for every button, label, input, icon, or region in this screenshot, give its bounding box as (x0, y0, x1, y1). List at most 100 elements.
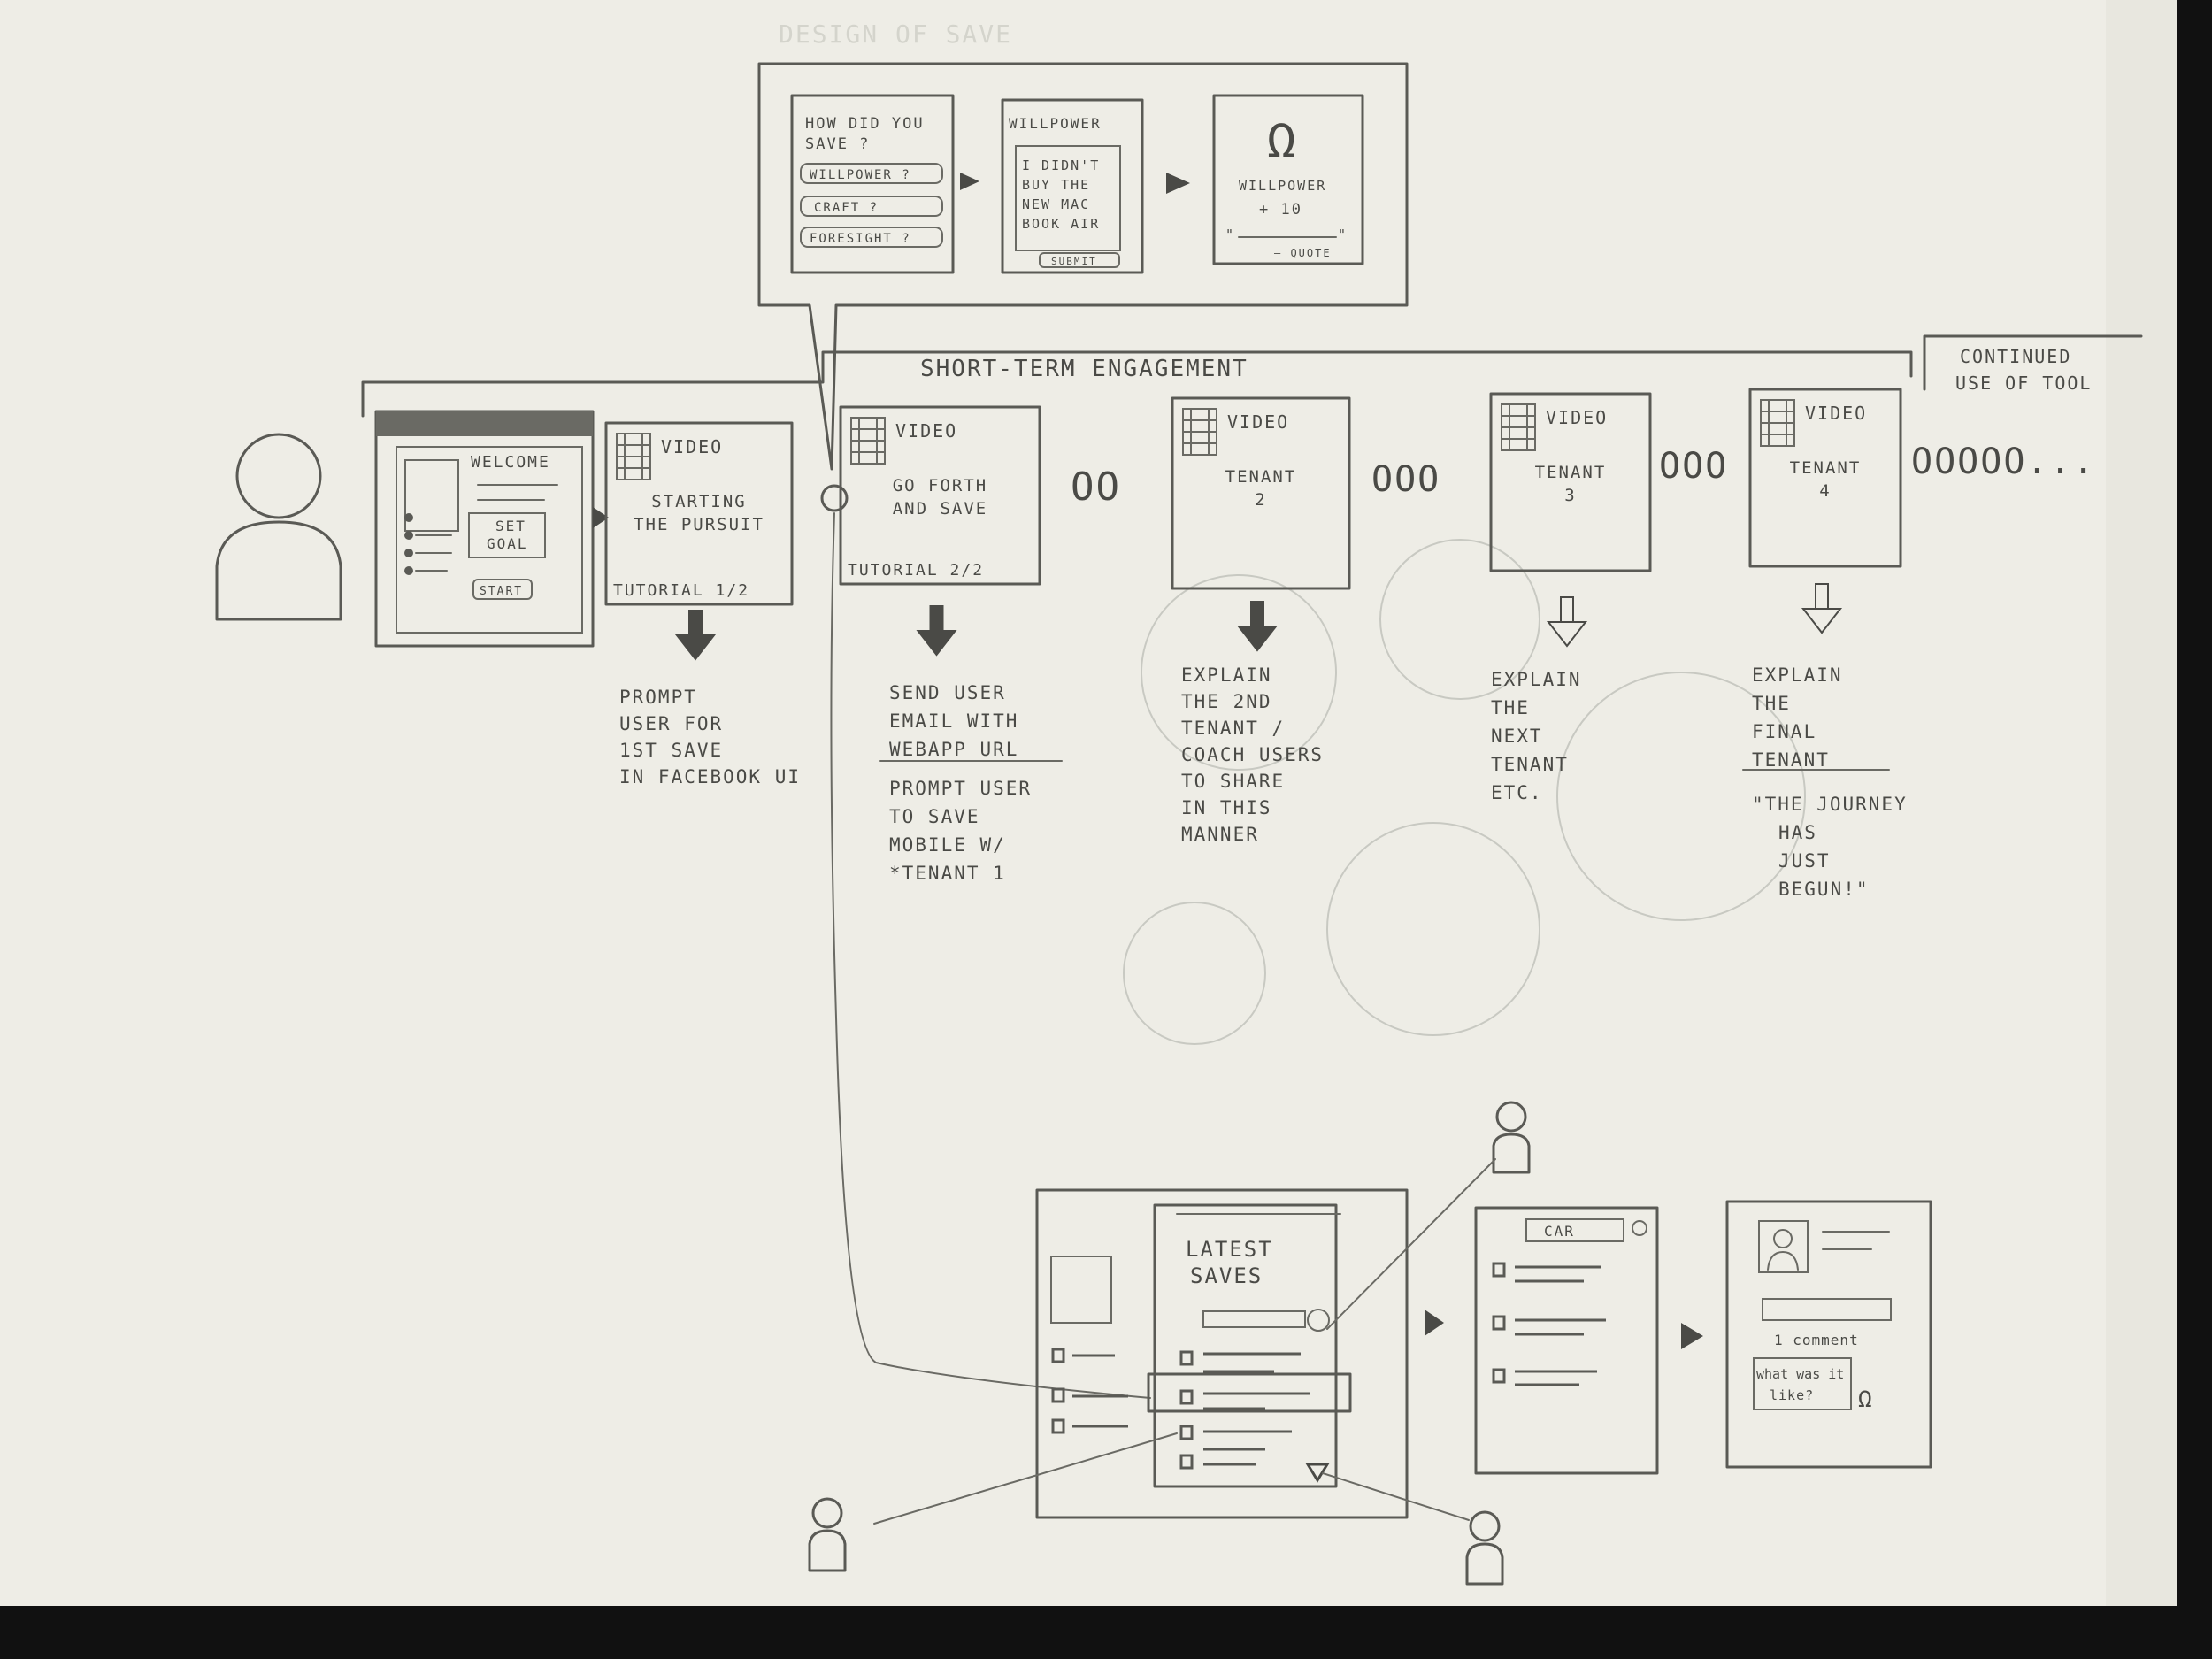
option-craft: CRAFT ? (814, 201, 879, 215)
video-note-line: SEND USER (889, 682, 1006, 703)
comment-screen: 1 comment what was it like? Ω (1681, 1200, 1932, 1469)
card3-quote-close: " (1338, 227, 1348, 242)
comment-text-2: like? (1770, 1387, 1814, 1403)
video-note-line: ETC. (1491, 782, 1543, 803)
detail-arrow-icon (1425, 1310, 1444, 1336)
connector-trail: OOOOO... (1911, 442, 2096, 482)
phase-brackets: SHORT-TERM ENGAGEMENT CONTINUED USE OF T… (361, 334, 2143, 418)
card2-submit: SUBMIT (1051, 256, 1097, 267)
video-note-line: TO SHARE (1181, 771, 1285, 792)
card1-line-2: SAVE ? (805, 135, 870, 153)
video-title-line: TENANT (1790, 458, 1862, 478)
callout-arrow-2-icon (1166, 173, 1190, 194)
video-note-line: PROMPT USER (889, 778, 1032, 799)
down-arrow-icon (1236, 601, 1279, 652)
comment-text-1: what was it (1756, 1366, 1844, 1382)
film-icon (850, 417, 886, 465)
video-note-line: "THE JOURNEY (1752, 794, 1908, 815)
video-note-line: MOBILE W/ (889, 834, 1006, 856)
card3-attribution: — QUOTE (1274, 247, 1332, 259)
video-note-line: EXPLAIN (1752, 664, 1843, 686)
connector-triple-2: OOO (1659, 446, 1728, 487)
phase-continued-1: CONTINUED (1960, 346, 2071, 367)
video-title-line: 2 (1255, 490, 1266, 510)
video-note-line: 1ST SAVE (619, 740, 723, 761)
phase-continued-2: USE OF TOOL (1955, 373, 2092, 394)
latest-saves-feed: LATEST SAVES (1035, 1188, 1409, 1519)
down-arrow-icon (674, 610, 717, 661)
video-note-line: IN THIS (1181, 797, 1272, 818)
video-title-line: GO FORTH (893, 476, 988, 495)
video-footer: TUTORIAL 1/2 (613, 581, 749, 600)
video-note-line: TO SAVE (889, 806, 980, 827)
video-label: VIDEO (1805, 403, 1867, 424)
connector-triple-1: OOO (1371, 459, 1440, 500)
card3-line-2: + 10 (1259, 201, 1302, 219)
external-users (808, 1101, 1531, 1586)
option-willpower: WILLPOWER ? (810, 168, 911, 182)
down-arrow-icon (1801, 583, 1843, 634)
video-note-line: TENANT (1491, 754, 1569, 775)
video-note-line: HAS (1778, 822, 1817, 843)
video-title-line: TENANT (1225, 467, 1297, 487)
card2-title: WILLPOWER (1009, 115, 1102, 132)
comment-count: 1 comment (1774, 1332, 1859, 1348)
film-icon (1760, 399, 1795, 447)
video-label: VIDEO (895, 420, 957, 442)
detail-screen: CAR (1425, 1206, 1659, 1475)
video-note-line: FINAL (1752, 721, 1816, 742)
card3-quote-open: " (1225, 227, 1235, 242)
omega-icon: Ω (1267, 113, 1296, 169)
card2-line-3: NEW MAC (1022, 196, 1090, 212)
welcome-set-goal-1: SET (495, 518, 526, 534)
flow-line (830, 512, 1151, 1399)
welcome-screen: WELCOME SET GOAL START (374, 410, 609, 648)
connector-pair: OO (1071, 465, 1121, 510)
feed-title-1: LATEST (1186, 1237, 1273, 1262)
video-note-line: THE (1752, 693, 1791, 714)
film-icon (1182, 408, 1217, 456)
video-footer: TUTORIAL 2/2 (848, 561, 984, 580)
user-bottom-icon (1465, 1510, 1504, 1586)
video-note-line: THE (1491, 697, 1530, 718)
video-note-line: WEBAPP URL (889, 739, 1018, 760)
option-foresight: FORESIGHT ? (810, 232, 911, 246)
card1-line-1: HOW DID YOU (805, 115, 925, 133)
card3-line-1: WILLPOWER (1239, 178, 1326, 194)
phase-short-term: SHORT-TERM ENGAGEMENT (920, 356, 1248, 382)
welcome-arrow-icon (593, 507, 609, 528)
video-note-line: NEXT (1491, 726, 1543, 747)
down-arrow-icon (1546, 596, 1588, 648)
video-note-line: TENANT / (1181, 718, 1285, 739)
card2-line-1: I DIDN'T (1022, 157, 1100, 173)
comment-arrow-icon (1681, 1323, 1703, 1349)
video-note-line: COACH USERS (1181, 744, 1324, 765)
video-title-line: TENANT (1535, 463, 1607, 482)
card2-line-4: BOOK AIR (1022, 216, 1100, 232)
welcome-title: WELCOME (471, 453, 550, 472)
video-note-line: *TENANT 1 (889, 863, 1006, 884)
user-top-icon (1492, 1101, 1531, 1174)
video-note-line: USER FOR (619, 713, 723, 734)
detail-tag: CAR (1544, 1223, 1575, 1240)
callout-title: DESIGN OF SAVE (779, 19, 1012, 49)
video-note-line: THE 2ND (1181, 691, 1272, 712)
video-note-line: MANNER (1181, 824, 1259, 845)
down-arrow-icon (916, 605, 957, 657)
feed-title-2: SAVES (1190, 1263, 1263, 1288)
video-title-line: STARTING (651, 492, 747, 511)
omega-small-icon: Ω (1858, 1386, 1872, 1413)
video-note-line: IN FACEBOOK UI (619, 766, 801, 787)
callout-arrow-1-icon (960, 173, 979, 190)
video-label: VIDEO (661, 436, 723, 457)
user-left-icon (808, 1497, 847, 1572)
welcome-set-goal-2: GOAL (487, 535, 528, 552)
video-title-line: 3 (1564, 486, 1576, 505)
video-note-line: BEGUN!" (1778, 879, 1870, 900)
erased-doodles (1123, 539, 1806, 1045)
